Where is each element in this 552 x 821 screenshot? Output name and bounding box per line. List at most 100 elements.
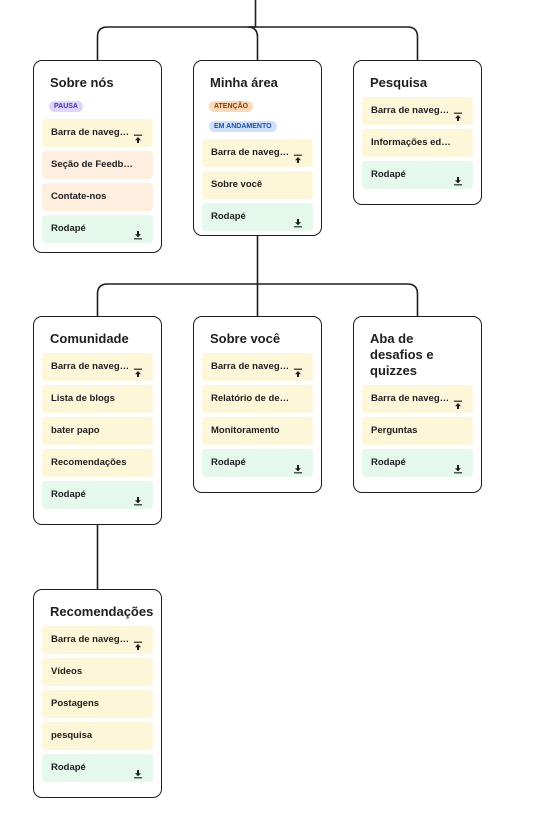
section-row-videos[interactable]: Vídeos [42, 658, 153, 686]
section-label: Rodapé [211, 211, 246, 222]
section-row-sobre-voce[interactable]: Sobre você [202, 171, 313, 199]
section-row-secao-de-feedback[interactable]: Seção de Feedback [42, 151, 153, 179]
section-row-bater-papo[interactable]: bater papo [42, 417, 153, 445]
section-label: Postagens [51, 698, 100, 709]
section-label: Rodapé [371, 457, 406, 468]
section-label: Barra de navegação [371, 393, 462, 404]
connector-minha-area-comunidade [96, 283, 258, 316]
arrow-up-to-line-icon [133, 128, 143, 143]
section-label: Recomendações [51, 457, 127, 468]
section-label: Contate-nos [51, 191, 107, 202]
arrow-down-to-line-icon [453, 458, 463, 474]
connector-root-pesquisa [255, 26, 419, 60]
card-title: Comunidade [50, 331, 129, 346]
status-badge-andamento: EM ANDAMENTO [209, 121, 277, 132]
section-row-monitoramento[interactable]: Monitoramento [202, 417, 313, 445]
section-row-recomendacoes[interactable]: Recomendações [42, 449, 153, 477]
section-label: Rodapé [211, 457, 246, 468]
status-badge-atencao: ATENÇÃO [209, 101, 254, 112]
arrow-down-to-line-icon [293, 458, 303, 474]
section-row-rodape[interactable]: Rodapé [42, 215, 153, 243]
section-row-relatorio-de-desempenho[interactable]: Relatório de desempenho [202, 385, 313, 413]
section-label: Barra de navegação [371, 105, 462, 116]
card-title: Pesquisa [370, 75, 428, 90]
arrow-up-to-line-icon [133, 362, 143, 377]
section-label: Seção de Feedback [51, 159, 140, 170]
card-title: Sobre nós [50, 75, 114, 90]
section-label: Barra de navegação [51, 361, 142, 372]
section-label: Barra de navegação [51, 127, 142, 138]
section-row-barra-de-navegacao[interactable]: Barra de navegação [42, 119, 153, 147]
arrow-up-to-line-icon [453, 106, 463, 121]
status-badges: PAUSA [42, 95, 153, 115]
status-badges: ATENÇÃO EM ANDAMENTO [202, 95, 313, 135]
section-label: Rodapé [371, 169, 406, 180]
section-row-barra-de-navegacao[interactable]: Barra de navegação [202, 353, 313, 381]
section-label: Barra de navegação [211, 361, 302, 372]
arrow-down-to-line-icon [133, 763, 143, 779]
section-label: bater papo [51, 425, 100, 436]
section-row-rodape[interactable]: Rodapé [362, 161, 473, 189]
arrow-down-to-line-icon [133, 490, 143, 506]
section-label: Rodapé [51, 762, 86, 773]
section-label: Vídeos [51, 666, 83, 677]
section-row-postagens[interactable]: Postagens [42, 690, 153, 718]
section-label: Lista de blogs [51, 393, 115, 404]
arrow-up-to-line-icon [293, 148, 303, 163]
arrow-up-to-line-icon [453, 394, 463, 409]
arrow-down-to-line-icon [453, 170, 463, 186]
arrow-up-to-line-icon [133, 635, 143, 650]
section-row-rodape[interactable]: Rodapé [202, 203, 313, 231]
section-row-barra-de-navegacao[interactable]: Barra de navegação [362, 385, 473, 413]
connector-minha-area-desafios [257, 283, 419, 316]
section-row-pesquisa[interactable]: pesquisa [42, 722, 153, 750]
section-row-barra-de-navegacao[interactable]: Barra de navegação [42, 353, 153, 381]
card-title: Minha área [210, 75, 278, 90]
card-title: Recomendações [50, 604, 153, 619]
card-title: Aba de desafios e quizzes [370, 331, 434, 378]
arrow-down-to-line-icon [133, 224, 143, 240]
connector-root-minha-area [247, 26, 259, 60]
section-label: Sobre você [211, 179, 263, 190]
section-row-contate-nos[interactable]: Contate-nos [42, 183, 153, 211]
card-title: Sobre você [210, 331, 281, 346]
section-row-perguntas[interactable]: Perguntas [362, 417, 473, 445]
section-label: Monitoramento [211, 425, 280, 436]
section-row-barra-de-navegacao[interactable]: Barra de navegação [42, 626, 153, 654]
section-row-rodape[interactable]: Rodapé [42, 754, 153, 782]
section-row-barra-de-navegacao[interactable]: Barra de navegação [362, 97, 473, 125]
section-row-rodape[interactable]: Rodapé [362, 449, 473, 477]
connector-root-sobre-nos [96, 26, 256, 60]
section-label: Rodapé [51, 489, 86, 500]
section-label: Relatório de desempenho [211, 393, 313, 404]
section-row-lista-de-blogs[interactable]: Lista de blogs [42, 385, 153, 413]
section-label: Rodapé [51, 223, 86, 234]
section-label: Informações educacionais [371, 137, 473, 148]
section-label: Barra de navegação [51, 634, 142, 645]
section-label: Perguntas [371, 425, 418, 436]
section-row-rodape[interactable]: Rodapé [42, 481, 153, 509]
section-row-rodape[interactable]: Rodapé [202, 449, 313, 477]
section-label: Barra de navegação [211, 147, 302, 158]
section-row-barra-de-navegacao[interactable]: Barra de navegação [202, 139, 313, 167]
arrow-down-to-line-icon [293, 212, 303, 228]
section-row-informacoes-educacionais[interactable]: Informações educacionais [362, 129, 473, 157]
section-label: pesquisa [51, 730, 93, 741]
status-badge-pausa: PAUSA [49, 101, 83, 112]
arrow-up-to-line-icon [293, 362, 303, 377]
